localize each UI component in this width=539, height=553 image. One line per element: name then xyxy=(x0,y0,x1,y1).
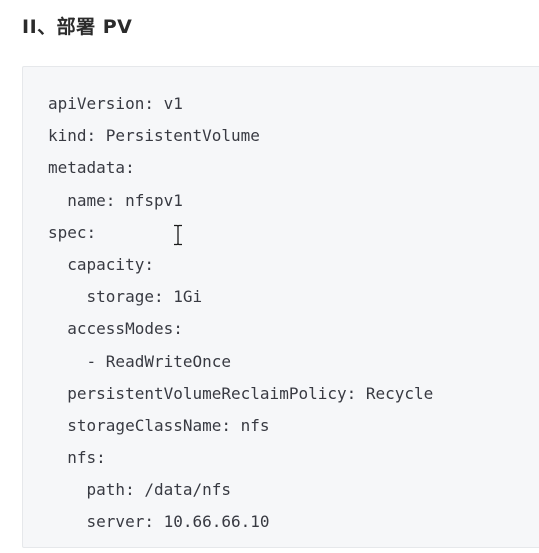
code-line: path: /data/nfs xyxy=(48,480,232,500)
code-line: nfs: xyxy=(48,448,106,468)
code-block[interactable]: apiVersion: v1 kind: PersistentVolume me… xyxy=(22,66,539,548)
code-line: spec: xyxy=(48,222,97,242)
code-line: accessModes: xyxy=(48,319,183,339)
section-heading: II、部署 PV xyxy=(22,16,133,38)
code-line: persistentVolumeReclaimPolicy: Recycle xyxy=(48,383,434,403)
code-line: metadata: xyxy=(48,158,135,178)
code-line: storageClassName: nfs xyxy=(48,415,270,435)
code-line: name: nfspv1 xyxy=(48,190,183,210)
code-line: capacity: xyxy=(48,254,154,274)
code-line: storage: 1Gi xyxy=(48,287,203,307)
code-line: apiVersion: v1 xyxy=(48,94,183,113)
code-line: server: 10.66.66.10 xyxy=(48,512,270,532)
code-lines: apiVersion: v1 kind: PersistentVolume me… xyxy=(48,88,433,539)
code-line: - ReadWriteOnce xyxy=(48,351,232,371)
code-line: kind: PersistentVolume xyxy=(48,126,260,146)
